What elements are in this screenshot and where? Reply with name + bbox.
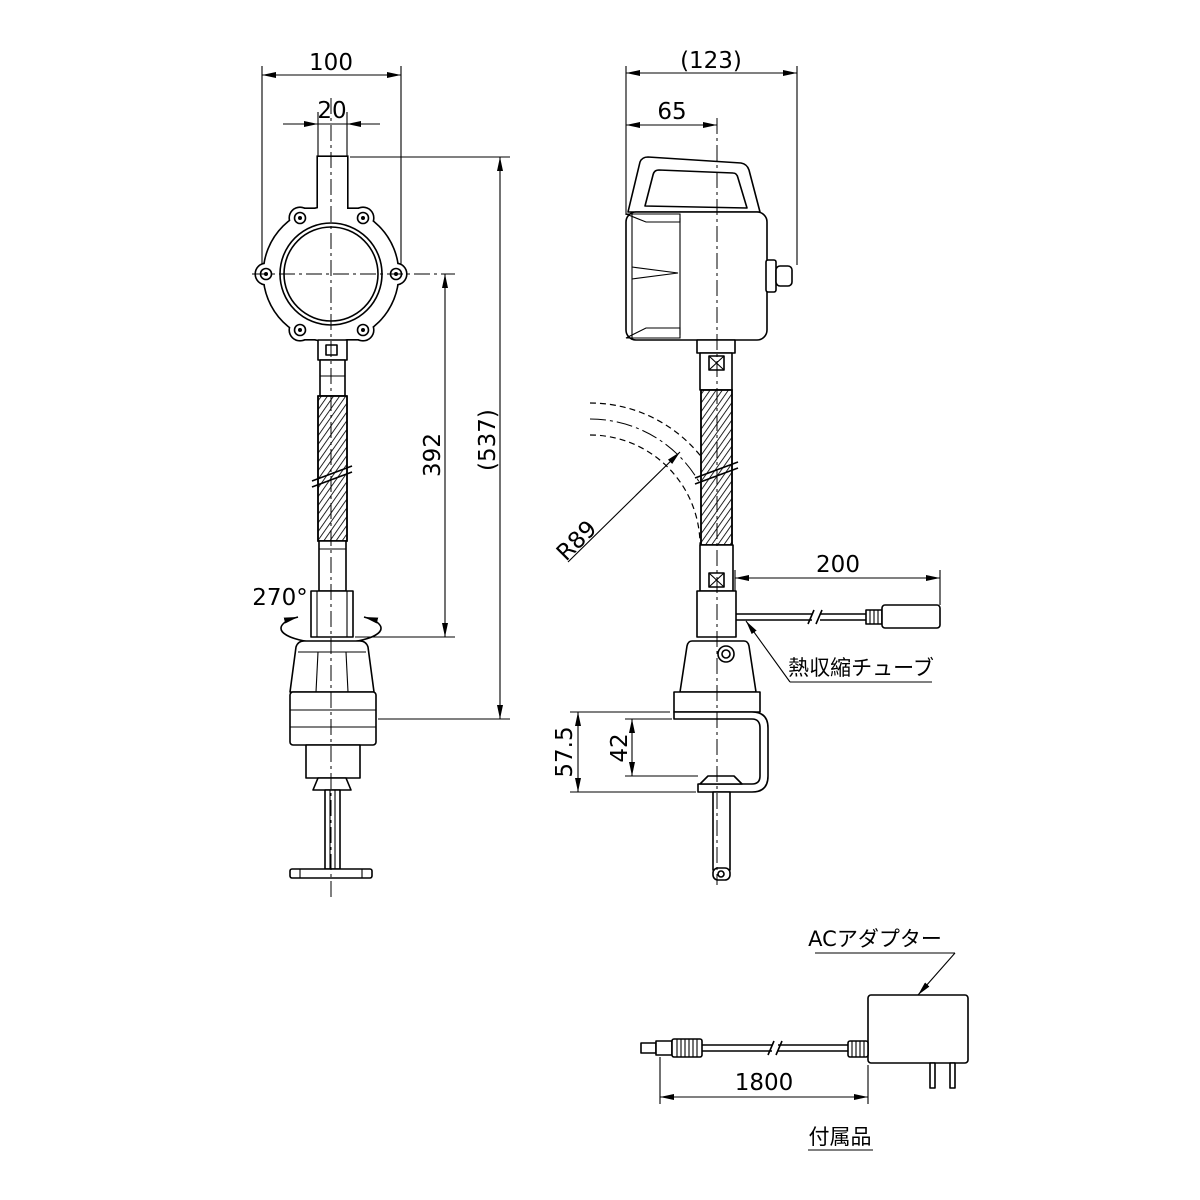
- toggle-switch: [775, 265, 793, 287]
- dimension-cord: 1800: [659, 1057, 869, 1104]
- clamp-pad-side: [699, 775, 743, 785]
- dimension-clamp-max: 57.5: [552, 711, 696, 793]
- clamp-screw-side: [712, 791, 731, 871]
- adapter-prong: [929, 1062, 936, 1089]
- heat-shrink-label: 熱収縮チューブ: [788, 656, 934, 680]
- dimension-arm-label: 392: [420, 433, 446, 477]
- adapter-cord: [702, 1040, 848, 1056]
- handle-opening: [644, 169, 748, 209]
- upper-block: [699, 352, 733, 391]
- adapter-prong: [949, 1062, 956, 1089]
- heat-shrink-callout: 熱収縮チューブ: [745, 620, 934, 683]
- mount-plate: [696, 339, 736, 354]
- dimension-clamp-max-label: 57.5: [552, 726, 578, 777]
- break-mark: [311, 465, 353, 488]
- bolt: [356, 323, 370, 337]
- dimension-stem-label: 20: [317, 98, 346, 124]
- clamp-pad: [312, 777, 352, 791]
- dimension-arm: 392: [355, 274, 455, 638]
- accessory-title: 付属品: [809, 1125, 872, 1149]
- dimension-clamp-min: 42: [607, 718, 698, 777]
- dimension-depth-label: (123): [680, 48, 742, 74]
- dimension-cable-label: 200: [816, 552, 860, 578]
- dimension-width: 100: [261, 50, 402, 272]
- base-block: [289, 691, 377, 746]
- bend-radius-label: R89: [552, 516, 602, 566]
- base-cone: [289, 640, 375, 693]
- arm-side: [694, 339, 739, 638]
- dimension-offset: 65: [626, 99, 717, 128]
- dimension-stem: 20: [283, 98, 380, 157]
- dimension-width-label: 100: [309, 50, 353, 76]
- clamp-screw-tip: [712, 867, 731, 881]
- dimension-total-height-label: (537): [475, 409, 501, 471]
- ac-adapter: ACアダプター: [640, 927, 969, 1151]
- neck-block: [317, 339, 348, 361]
- ac-adapter-label: ACアダプター: [808, 927, 942, 951]
- base-side: [673, 640, 769, 881]
- side-view: (123) 65: [552, 48, 941, 885]
- ac-adapter-callout: ACアダプター: [808, 927, 956, 996]
- bolt: [356, 211, 370, 225]
- base-front: [289, 640, 377, 879]
- dimension-total-height: (537): [350, 156, 510, 720]
- cable-connector: [881, 604, 941, 629]
- lamp-cable: [736, 604, 941, 629]
- adapter-body: [867, 994, 969, 1064]
- gooseneck-hatch: [317, 395, 348, 542]
- lamp-body: [625, 211, 768, 341]
- upper-tube: [319, 359, 346, 397]
- arm-front: [310, 339, 354, 638]
- dimension-clamp-min-label: 42: [607, 733, 633, 762]
- accessory-caption: 付属品: [808, 1125, 873, 1151]
- clamp-screw: [324, 789, 341, 870]
- dimension-offset-label: 65: [657, 99, 686, 125]
- bolt: [293, 211, 307, 225]
- clamp-body: [305, 744, 361, 779]
- base-cone-side: [679, 640, 757, 693]
- rotation-label: 270°: [252, 585, 307, 611]
- front-view: 100 20: [252, 50, 510, 900]
- toggle-switch-base: [765, 259, 777, 293]
- clamp-frame: [673, 711, 769, 793]
- set-screw: [717, 645, 735, 663]
- dimension-depth: (123): [625, 48, 798, 265]
- gooseneck-side-hatch: [700, 389, 733, 546]
- strain-relief: [847, 1040, 869, 1058]
- swivel-joint: [310, 590, 354, 638]
- bolt: [293, 323, 307, 337]
- dc-plug: [640, 1038, 703, 1058]
- dimension-cable: 200: [734, 552, 941, 605]
- dimension-cord-label: 1800: [735, 1070, 794, 1096]
- bend-radius-callout: R89: [552, 451, 681, 566]
- lamp-head-side: [625, 156, 793, 341]
